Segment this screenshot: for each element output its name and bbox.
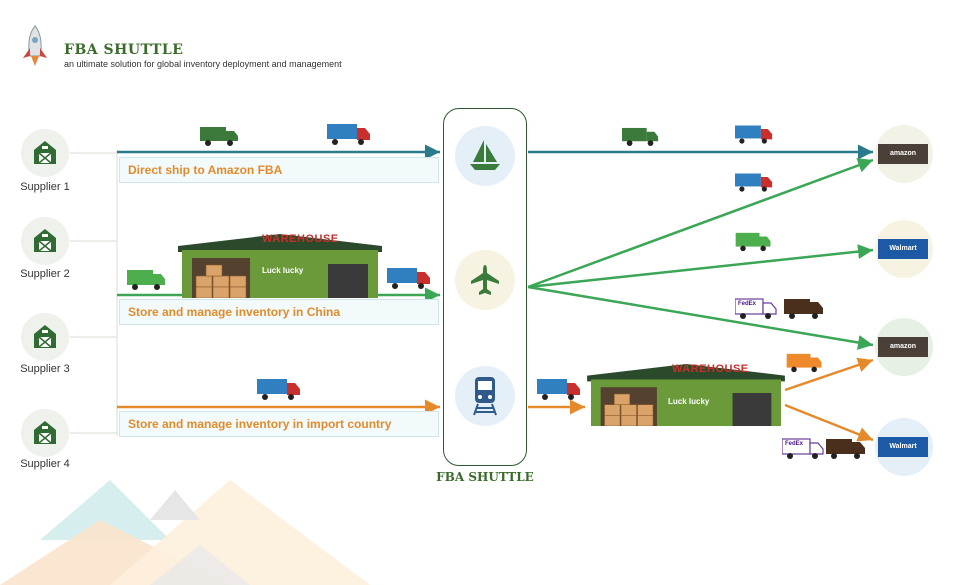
supplier-4-label: Supplier 4 [20,458,70,470]
green-truck-icon [200,127,238,146]
walmart-sign: Walmart [878,437,928,457]
green-truck-icon [127,270,165,290]
brand-subtitle: an ultimate solution for global inventor… [64,59,342,69]
green-truck-icon [735,232,771,252]
warehouse-china-sign: WAREHOUSE [262,233,339,245]
blue-red-truck-icon [735,125,773,144]
fedex-logo: FedEx [738,301,757,307]
walmart-sign: Walmart [878,239,928,259]
warehouse-import-brand: Luck lucky [668,397,710,406]
route-import-label: Store and manage inventory in import cou… [119,411,439,437]
blue-red-truck-icon [257,379,300,400]
fedex-logo: FedEx [785,441,804,447]
barn-icon [34,421,56,444]
route-china-label: Store and manage inventory in China [119,299,439,325]
ship-icon [470,140,500,170]
blue-red-truck-icon [735,173,773,192]
warehouse-china-illustration [178,234,382,298]
warehouse-import-illustration [587,363,785,426]
ups-van-icon [784,299,823,319]
blue-red-truck-icon [327,124,370,145]
ups-van-icon [826,439,865,459]
fedex-van-icon [782,438,824,459]
supplier-3-label: Supplier 3 [20,363,70,375]
warehouse-import-sign: WAREHOUSE [672,363,749,375]
barn-icon [34,229,56,252]
warehouse-china-brand: Luck lucky [262,266,304,275]
barn-icon [34,141,56,164]
ship-mode-circle [455,126,515,186]
route-direct-label: Direct ship to Amazon FBA [119,157,439,183]
blue-red-truck-icon [537,379,580,400]
rocket-icon [23,25,47,66]
barn-icon [34,325,56,348]
green-truck-icon [622,127,659,146]
blue-red-truck-icon [387,268,430,289]
supplier-2-label: Supplier 2 [20,268,70,280]
orange-truck-icon [786,353,822,373]
amazon-sign: amazon [878,337,928,357]
plane-icon [471,265,499,295]
fedex-van-icon [735,298,777,319]
brand-title: FBA SHUTTLE [64,42,184,58]
amazon-sign: amazon [878,144,928,164]
supplier-1-label: Supplier 1 [20,181,70,193]
shuttle-label: FBA SHUTTLE [436,470,534,484]
train-icon [473,377,497,416]
